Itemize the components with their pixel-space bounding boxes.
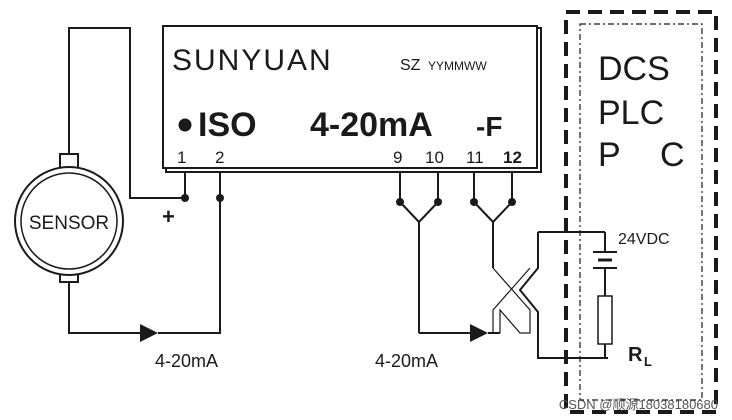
controller-line2: PLC <box>598 94 664 132</box>
input-current-arrow <box>140 324 158 342</box>
iso-module: SUNYUAN SZ YYMMWW ISO 4-20mA -F 1 2 9 10… <box>162 25 542 173</box>
sensor: SENSOR <box>14 153 124 283</box>
controller-line3-b: C <box>660 136 685 174</box>
model-suffix: -F <box>476 111 502 142</box>
model-main: ISO <box>198 106 257 144</box>
pin-label-11: 11 <box>466 148 484 167</box>
wire-to-load <box>518 232 608 359</box>
crossover-a <box>492 267 531 334</box>
pin-label-12: 12 <box>503 148 522 167</box>
pin2-junction <box>216 194 224 202</box>
wire-to-pin2 <box>158 172 221 334</box>
output-current-arrow <box>470 324 488 342</box>
controller-box: DCS PLC P C 24VDC R L <box>564 10 718 414</box>
sensor-inner-ring <box>20 172 118 270</box>
input-signal-label: 4-20mA <box>155 351 218 371</box>
brand-label: SUNYUAN <box>172 44 333 77</box>
pin-label-9: 9 <box>393 148 402 167</box>
pin-label-10: 10 <box>425 148 444 167</box>
crossover-b <box>492 267 531 333</box>
module-shadow <box>165 27 542 173</box>
controller-line1: DCS <box>598 50 670 88</box>
pin1-indicator-dot <box>178 118 192 132</box>
output-signal-label: 4-20mA <box>375 351 438 371</box>
date-code: YYMMWW <box>428 59 487 73</box>
controller-outer-border <box>564 10 718 414</box>
load-subscript: L <box>644 354 652 369</box>
supply-label: 24VDC <box>618 231 670 248</box>
wire-sensor-minus <box>68 282 140 334</box>
model-range: 4-20mA <box>310 106 433 144</box>
pin-label-2: 2 <box>215 148 224 167</box>
controller-inner-border <box>579 23 703 401</box>
pin-label-1: 1 <box>177 148 186 167</box>
load-label: R <box>628 344 643 366</box>
sensor-label: SENSOR <box>29 213 109 234</box>
watermark: CSDN @顺源18038180680 <box>559 397 718 412</box>
date-code-prefix: SZ <box>400 57 421 74</box>
output-wiring: 4-20mA <box>375 172 608 371</box>
controller-line3-a: P <box>598 136 621 174</box>
module-body <box>162 25 538 169</box>
wire-sensor-plus-to-pin1 <box>68 27 186 199</box>
pin1-junction <box>181 194 189 202</box>
load-resistor <box>597 295 613 345</box>
plus-sign: + <box>162 204 175 229</box>
sensor-top-terminal <box>59 153 79 169</box>
